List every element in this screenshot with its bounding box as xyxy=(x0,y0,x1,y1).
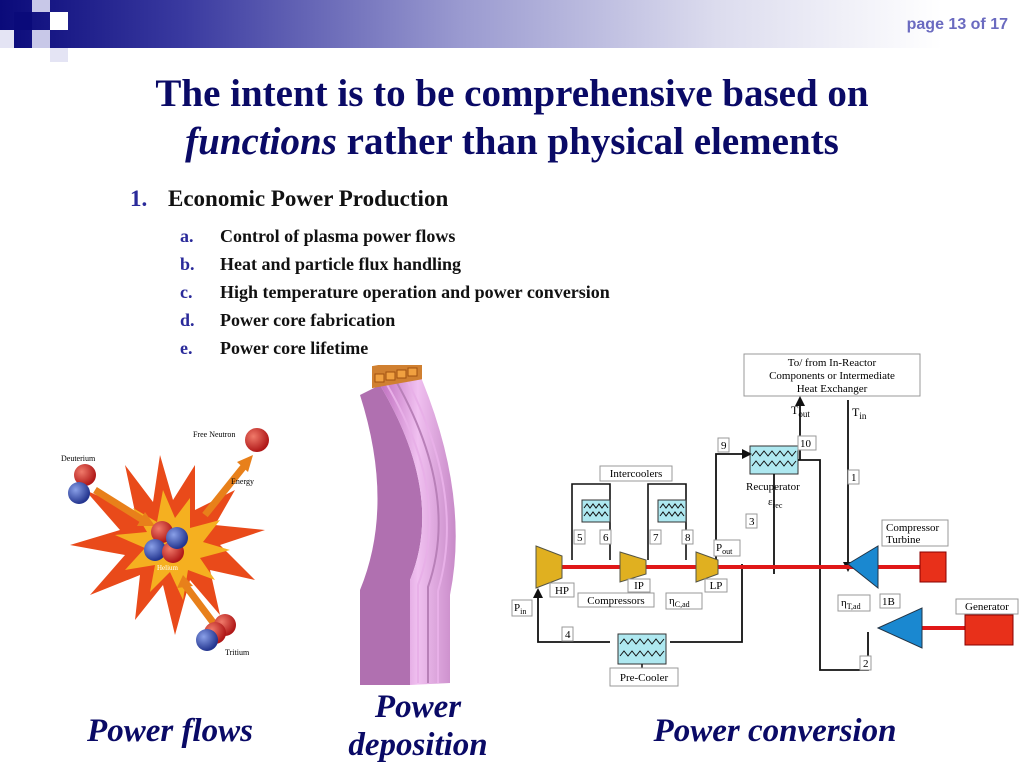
compressor-turbine-label-2: Turbine xyxy=(886,534,921,546)
slide-title: The intent is to be comprehensive based … xyxy=(0,70,1024,166)
state-5: 5 xyxy=(577,532,583,544)
lp-compressor-icon xyxy=(695,551,719,583)
compressor-turbine-label-1: Compressor xyxy=(886,522,940,534)
free-neutron-icon xyxy=(245,428,269,452)
t-in-label: Tin xyxy=(852,405,867,421)
state-6: 6 xyxy=(603,532,609,544)
page-indicator: page 13 of 17 xyxy=(906,16,1008,33)
source-box-line-2: Components or Intermediate xyxy=(769,370,895,382)
compressor-turbine-icon xyxy=(876,607,923,649)
free-neutron-label: Free Neutron xyxy=(193,430,235,439)
caption-power-conversion: Power conversion xyxy=(653,713,897,749)
generator-label: Generator xyxy=(965,601,1009,613)
lp-label: LP xyxy=(710,580,723,592)
state-9: 9 xyxy=(721,440,727,452)
title-line-1: The intent is to be comprehensive based … xyxy=(155,72,869,115)
generator-icon xyxy=(964,614,1014,646)
title-line-2: functions rather than physical elements xyxy=(0,118,1024,166)
tritium-neutron-icon xyxy=(196,629,218,651)
title-emphasis: functions xyxy=(185,120,337,163)
outline-label: Economic Power Production xyxy=(168,186,449,211)
hp-label: HP xyxy=(555,585,569,597)
p-in-label: Pin xyxy=(514,602,526,616)
outline-number: 1. xyxy=(130,186,148,211)
state-10: 10 xyxy=(800,438,812,450)
deuterium-label: Deuterium xyxy=(61,454,96,463)
state-7: 7 xyxy=(653,532,659,544)
recuperator-label: Recuperator xyxy=(746,481,800,493)
caption-power-flows: Power flows xyxy=(87,713,253,749)
ip-compressor-icon xyxy=(619,551,647,583)
deuterium-proton-icon xyxy=(74,464,96,486)
helium-nucleus-icon xyxy=(166,527,188,549)
tritium-label: Tritium xyxy=(225,648,250,657)
state-2: 2 xyxy=(863,658,869,670)
turbine-icon xyxy=(847,545,879,590)
recuperator-efficiency: εrec xyxy=(768,496,783,510)
caption-power-deposition: Power deposition xyxy=(348,689,488,763)
brayton-cycle-diagram: To/ from In-Reactor Components or Interm… xyxy=(511,353,1019,687)
outline-subitem: e.Power core lifetime xyxy=(180,338,369,358)
title-line-2-rest: rather than physical elements xyxy=(336,120,839,163)
deuterium-neutron-icon xyxy=(68,482,90,504)
state-8: 8 xyxy=(685,532,691,544)
t-out-label: Tout xyxy=(791,403,810,419)
energy-label: Energy xyxy=(231,477,254,486)
outline-subitem: a.Control of plasma power flows xyxy=(180,226,456,246)
state-1b: 1B xyxy=(882,596,895,608)
p-out-label: Pout xyxy=(716,542,733,556)
outline-subitem: d.Power core fabrication xyxy=(180,310,396,330)
helium-label: Helium xyxy=(157,564,179,572)
header-gradient-bar xyxy=(0,0,1024,48)
intercoolers-label: Intercoolers xyxy=(610,468,663,480)
state-4: 4 xyxy=(565,629,571,641)
ip-label: IP xyxy=(634,580,644,592)
state-3: 3 xyxy=(749,516,755,528)
fusion-reaction-illustration: Deuterium Free Neutron Energy Helium Tri… xyxy=(61,428,269,657)
source-box-line-3: Heat Exchanger xyxy=(797,383,868,395)
hp-compressor-icon xyxy=(535,545,563,589)
first-wall-module-illustration xyxy=(360,365,456,685)
pre-cooler-label: Pre-Cooler xyxy=(620,672,669,684)
compressors-label: Compressors xyxy=(587,595,644,607)
outline-item-1: 1. Economic Power Production xyxy=(130,186,448,212)
compressor-efficiency: ηC,ad xyxy=(669,595,690,609)
source-box-line-1: To/ from In-Reactor xyxy=(788,357,877,369)
turbine-efficiency: ηT,ad xyxy=(841,597,861,611)
state-1: 1 xyxy=(851,472,857,484)
outline-subitem: b.Heat and particle flux handling xyxy=(180,254,462,274)
outline-subitem: c.High temperature operation and power c… xyxy=(180,282,610,302)
